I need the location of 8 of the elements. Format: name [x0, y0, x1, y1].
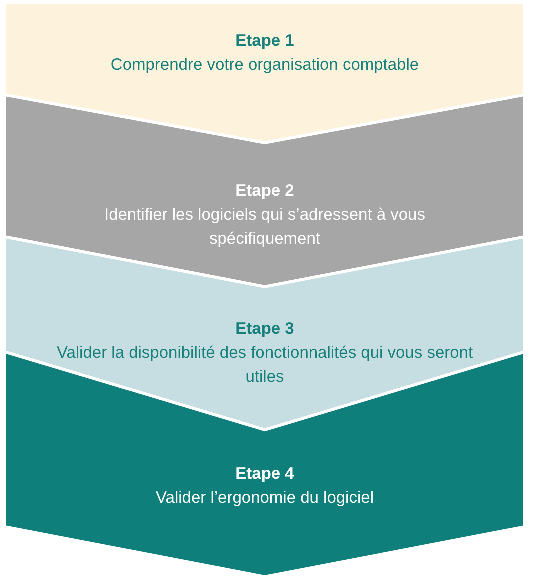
step-heading: Etape 4	[236, 464, 294, 485]
step-description: Valider l’ergonomie du logiciel	[155, 488, 375, 509]
step-heading: Etape 3	[236, 319, 294, 340]
step-description: Identifier les logiciels qui s’adressent à vous spécifiquement	[103, 205, 426, 250]
step-heading: Etape 1	[236, 31, 294, 52]
step-description: Comprendre votre organisation comptable	[110, 55, 420, 76]
step-heading: Etape 2	[236, 181, 294, 202]
step-description: Valider la disponibilité des fonctionnalités qui vous seront utiles	[56, 343, 474, 388]
